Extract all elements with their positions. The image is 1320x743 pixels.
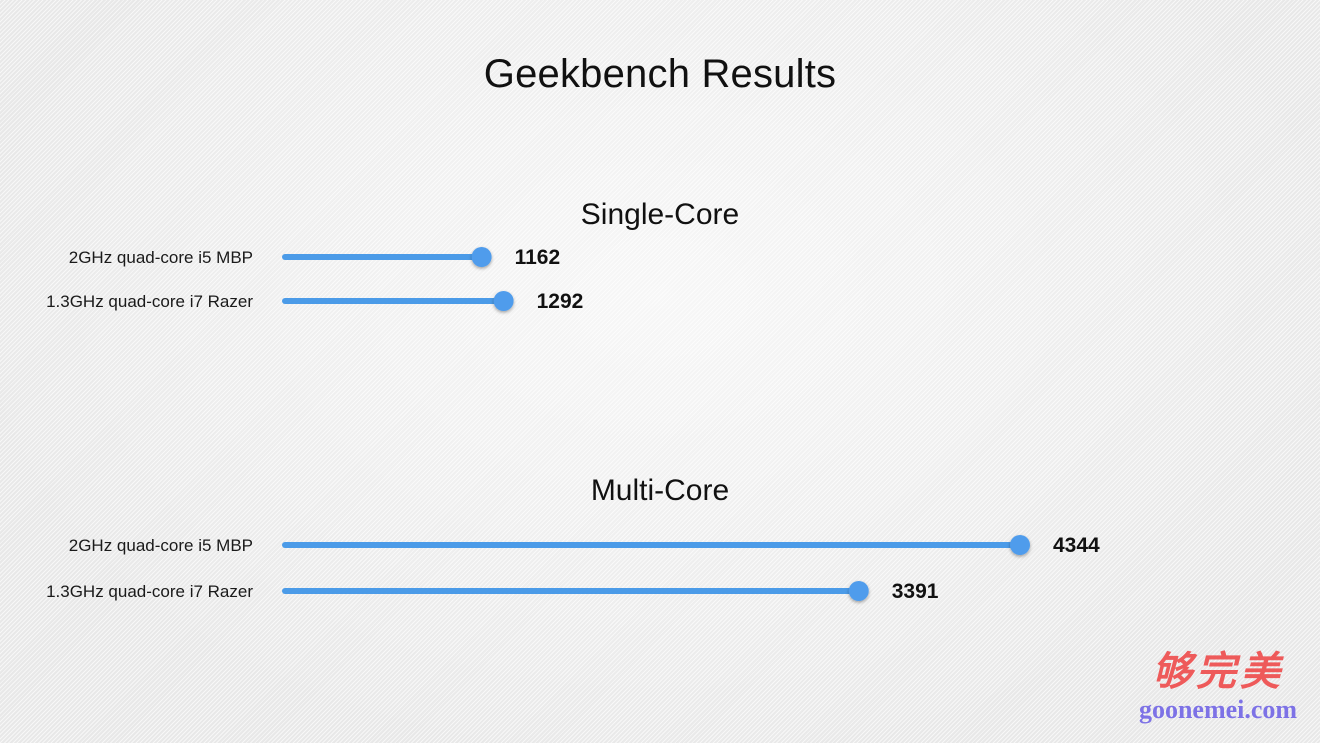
value-label: 1292	[537, 290, 584, 313]
watermark-url-text: goonemei.com	[1138, 695, 1298, 724]
watermark: 够完美 goonemei.com	[1128, 649, 1308, 725]
bar-end-marker-panel-1-row-1	[848, 581, 869, 601]
category-label: 1.3GHz quad-core i7 Razer	[46, 292, 253, 311]
panel-title-single-core: Single-Core	[580, 198, 740, 231]
bar-end-marker-panel-0-row-1	[493, 291, 514, 311]
chart-title: Geekbench Results	[483, 52, 837, 96]
panel-title-multi-core: Multi-Core	[590, 474, 730, 507]
watermark-chinese-text: 够完美	[1152, 648, 1284, 695]
bar-end-marker-panel-1-row-0	[1010, 535, 1030, 555]
category-label: 2GHz quad-core i5 MBP	[69, 536, 253, 555]
value-label: 4344	[1053, 534, 1100, 557]
category-label: 1.3GHz quad-core i7 Razer	[46, 582, 253, 601]
value-label: 1162	[515, 246, 561, 269]
bar-end-marker-panel-0-row-0	[471, 247, 492, 267]
category-label: 2GHz quad-core i5 MBP	[69, 248, 253, 267]
value-label: 3391	[892, 580, 939, 603]
